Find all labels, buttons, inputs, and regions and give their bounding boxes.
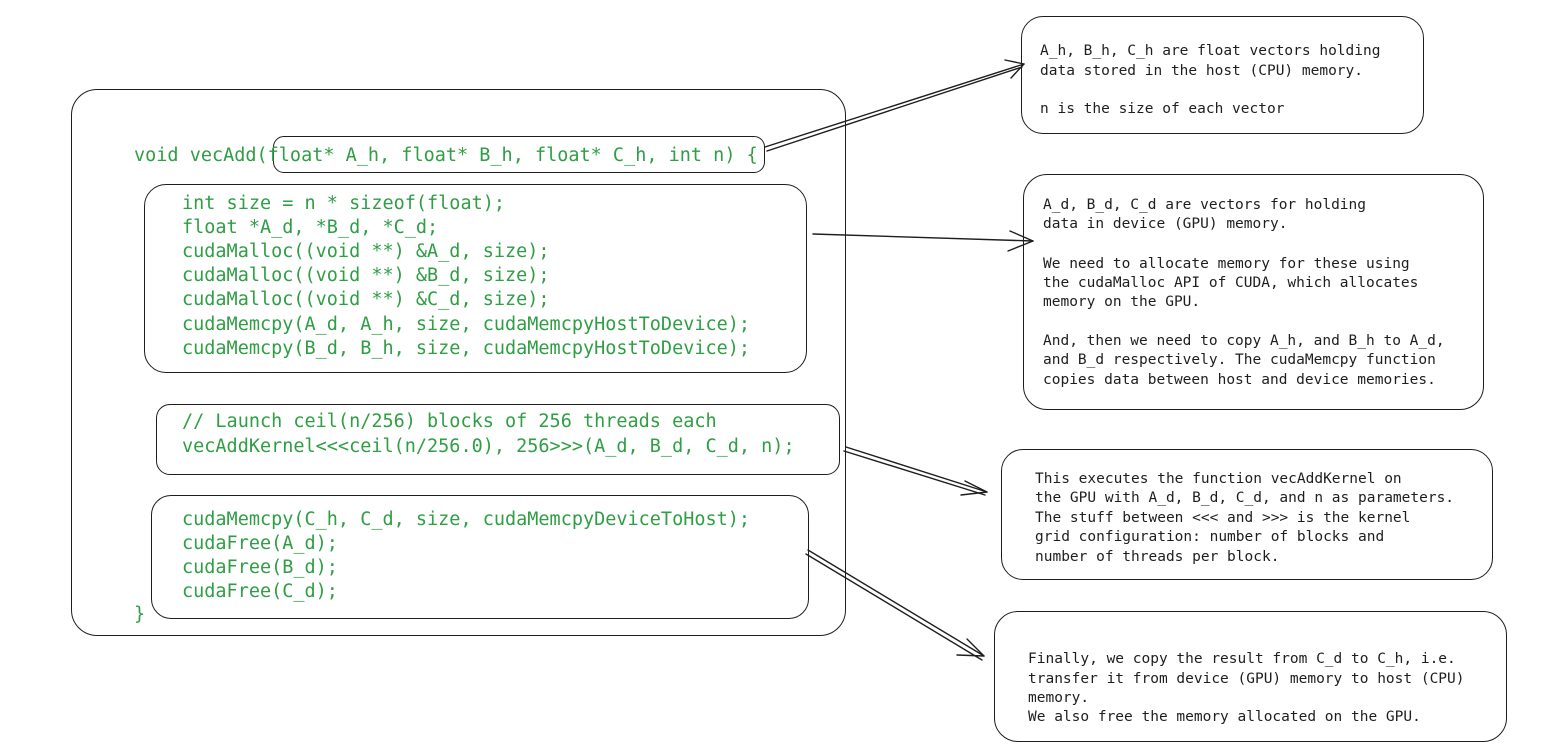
code-line: cudaMemcpy(C_h, C_d, size, cudaMemcpyDev… [182,509,751,530]
arrow-launch-to-kernel-note [843,446,988,496]
note-copy-back-free-box [994,611,1507,742]
note-line: A_d, B_d, C_d are vectors for holding [1043,197,1367,213]
note-line: memory. [1028,690,1090,706]
launch-block-box [156,404,840,475]
note-line: the cudaMalloc API of CUDA, which alloca… [1043,275,1419,291]
code-line: cudaMemcpy(A_d, A_h, size, cudaMemcpyHos… [182,314,751,335]
code-line: float *A_d, *B_d, *C_d; [182,217,439,238]
signature-params: float* A_h, float* B_h, float* C_h, int … [267,145,725,166]
note-line: data in device (GPU) memory. [1043,216,1288,232]
function-frame [71,89,846,636]
note-host-vectors-box [1021,16,1424,134]
code-line: cudaFree(A_d); [182,533,338,554]
note-line: This executes the function vecAddKernel … [1035,471,1402,487]
code-line: cudaFree(C_d); [182,581,338,602]
closing-brace: } [134,604,146,625]
arrow-params-to-host-note [764,59,1025,152]
params-highlight-box [273,136,765,173]
note-line: And, then we need to copy A_h, and B_h t… [1043,333,1445,349]
note-line: n is the size of each vector [1040,101,1285,117]
note-line: We need to allocate memory for these usi… [1043,256,1410,272]
code-line: cudaMalloc((void **) &C_d, size); [182,289,550,310]
alloc-block-box [144,184,807,373]
note-line: grid configuration: number of blocks and [1035,529,1385,545]
note-line: We also free the memory allocated on the… [1028,709,1421,725]
note-line: copies data between host and device memo… [1043,372,1436,388]
note-kernel-launch-box [1001,449,1493,580]
code-comment: // Launch ceil(n/256) blocks of 256 thre… [182,411,717,432]
code-line: cudaMalloc((void **) &A_d, size); [182,241,550,262]
code-line: cudaMalloc((void **) &B_d, size); [182,265,550,286]
signature-suffix: ) { [724,145,758,166]
note-line: memory on the GPU. [1043,294,1201,310]
note-line: number of threads per block. [1035,549,1280,565]
note-line: and B_d respectively. The cudaMemcpy fun… [1043,352,1436,368]
code-line: cudaMemcpy(B_d, B_h, size, cudaMemcpyHos… [182,338,751,359]
free-block-box [151,495,809,619]
code-line: cudaFree(B_d); [182,557,338,578]
note-device-vectors-box [1023,174,1484,410]
note-line: The stuff between <<< and >>> is the ker… [1035,510,1411,526]
code-line: int size = n * sizeof(float); [182,193,506,214]
arrow-alloc-to-device-note [812,230,1034,252]
function-signature: void vecAdd(float* A_h, float* B_h, floa… [134,144,758,168]
note-line: data stored in the host (CPU) memory. [1040,63,1364,79]
arrow-free-to-copyback-note [805,549,985,661]
note-line: Finally, we copy the result from C_d to … [1028,651,1456,667]
note-line: the GPU with A_d, B_d, C_d, and n as par… [1035,490,1455,506]
code-line: vecAddKernel<<<ceil(n/256.0), 256>>>(A_d… [182,436,795,457]
note-line: A_h, B_h, C_h are float vectors holding [1040,43,1381,59]
signature-prefix: void vecAdd( [134,145,268,166]
note-line: transfer it from device (GPU) memory to … [1028,671,1465,687]
